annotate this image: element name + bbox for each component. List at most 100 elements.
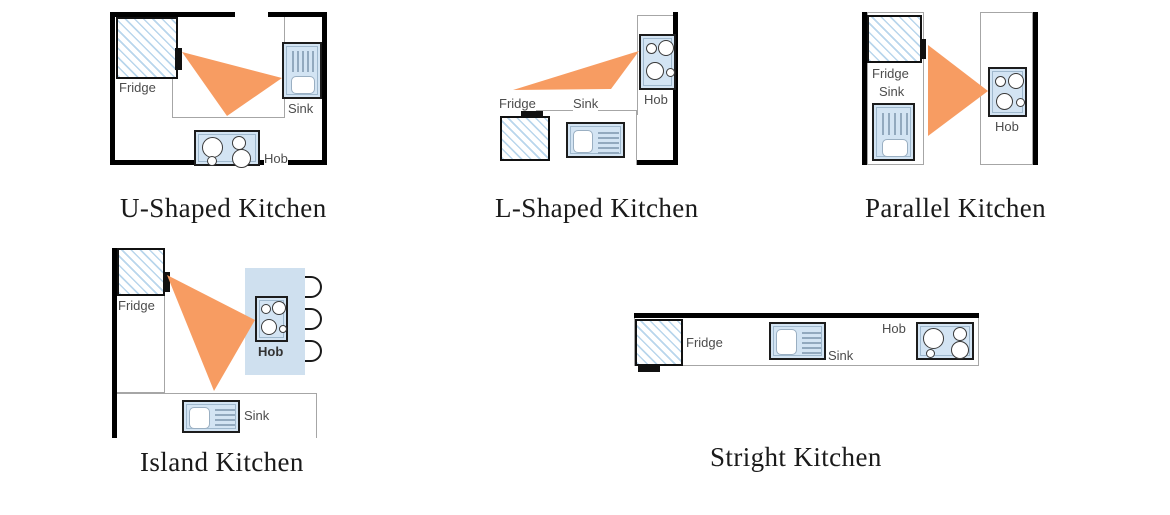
sink-drain-line bbox=[312, 51, 314, 72]
fridge-handle bbox=[521, 111, 543, 117]
sink-basin bbox=[573, 130, 593, 153]
sink-basin bbox=[776, 329, 797, 355]
hob-inner-outline bbox=[992, 71, 1023, 113]
sink-label: Sink bbox=[244, 408, 270, 423]
hob-label: Hob bbox=[995, 119, 1019, 134]
hob-burner-large bbox=[646, 62, 664, 80]
bar-stool bbox=[305, 276, 322, 298]
wall-right bbox=[322, 12, 327, 165]
fridge-label: Fridge bbox=[872, 66, 909, 81]
work-triangle-shape bbox=[182, 52, 282, 116]
sink-drain-line bbox=[802, 342, 821, 344]
sink-drain-line bbox=[900, 113, 902, 135]
sink-unit bbox=[872, 103, 915, 161]
hob-burner-medium bbox=[953, 327, 967, 341]
sink-drain-line bbox=[894, 113, 896, 135]
hob-label: Hob bbox=[882, 321, 906, 336]
island-kitchen-diagram: Fridge Hob Sink bbox=[112, 248, 357, 438]
sink-label: Sink bbox=[573, 96, 599, 111]
sink-drain-line bbox=[292, 51, 294, 72]
sink-drain-line bbox=[598, 147, 619, 149]
sink-unit bbox=[182, 400, 240, 433]
sink-basin bbox=[291, 76, 315, 94]
work-triangle bbox=[167, 275, 255, 391]
bar-stool bbox=[305, 308, 322, 330]
hob-burner-large bbox=[1008, 73, 1024, 89]
sink-drain-line bbox=[598, 137, 619, 139]
u-shaped-kitchen-title: U-Shaped Kitchen bbox=[120, 193, 327, 223]
hob-burner-large bbox=[923, 328, 944, 349]
hob-burner-medium bbox=[995, 76, 1006, 87]
sink-inner-outline bbox=[186, 404, 236, 429]
hob-label: Hob bbox=[258, 344, 284, 359]
wall-left bbox=[112, 248, 117, 438]
sink-basin bbox=[189, 407, 210, 429]
sink-drain-line bbox=[215, 419, 235, 421]
parallel-kitchen-diagram: Fridge Sink Hob bbox=[862, 12, 1072, 177]
fridge-handle bbox=[163, 272, 170, 292]
hob-burner-medium bbox=[646, 43, 657, 54]
sink-basin bbox=[882, 139, 908, 157]
sink-drain-line bbox=[598, 152, 619, 154]
wall-top-right bbox=[268, 12, 327, 17]
hob-burner-large bbox=[996, 93, 1013, 110]
sink-drain-line bbox=[802, 347, 821, 349]
u-shaped-kitchen-diagram: Fridge Sink Hob bbox=[110, 12, 340, 177]
sink-inner-outline bbox=[773, 326, 822, 356]
fridge-unit bbox=[117, 248, 165, 296]
hob-unit bbox=[988, 67, 1027, 117]
parallel-kitchen-title: Parallel Kitchen bbox=[865, 193, 1047, 223]
hob-burner-small bbox=[1016, 98, 1025, 107]
sink-drain-line bbox=[297, 51, 299, 72]
fridge-label: Fridge bbox=[118, 298, 155, 313]
fridge-unit bbox=[635, 319, 683, 366]
sink-drain-line bbox=[882, 113, 884, 135]
work-triangle bbox=[928, 45, 988, 136]
hob-inner-outline bbox=[259, 300, 284, 338]
straight-kitchen-title: Stright Kitchen bbox=[710, 442, 882, 472]
sink-label: Sink bbox=[879, 84, 905, 99]
sink-drain-line bbox=[598, 132, 619, 134]
hob-burner-large bbox=[232, 149, 251, 168]
hob-inner-outline bbox=[643, 38, 672, 86]
bar-stool bbox=[305, 340, 322, 362]
sink-inner-outline bbox=[570, 126, 621, 154]
fridge-unit bbox=[116, 17, 178, 79]
fridge-unit bbox=[867, 15, 922, 63]
fridge-unit bbox=[500, 116, 550, 161]
hob-label: Hob bbox=[264, 151, 288, 166]
wall-right bbox=[1033, 12, 1038, 165]
sink-drain-line bbox=[802, 352, 821, 354]
hob-burner-small bbox=[279, 325, 287, 333]
wall-left bbox=[110, 12, 115, 165]
sink-drain-line bbox=[302, 51, 304, 72]
work-triangle bbox=[513, 51, 639, 90]
hob-unit bbox=[916, 322, 974, 360]
fridge-handle bbox=[175, 48, 182, 70]
wall-left bbox=[862, 12, 867, 165]
sink-drain-line bbox=[906, 113, 908, 135]
wall-top-left bbox=[110, 12, 235, 17]
wall-back bbox=[634, 313, 979, 318]
hob-burner-large bbox=[951, 341, 969, 359]
hob-burner-medium bbox=[261, 304, 271, 314]
fridge-label: Fridge bbox=[499, 96, 536, 111]
sink-drain-line bbox=[802, 332, 821, 334]
sink-unit bbox=[769, 322, 826, 360]
sink-unit bbox=[566, 122, 625, 158]
hob-burner-large bbox=[658, 40, 674, 56]
fridge-handle bbox=[638, 366, 660, 372]
hob-burner-small bbox=[207, 156, 217, 166]
l-shaped-kitchen-diagram: Fridge Sink Hob bbox=[495, 12, 730, 177]
sink-drain-line bbox=[215, 414, 235, 416]
sink-unit bbox=[282, 42, 322, 99]
sink-label: Sink bbox=[828, 348, 854, 363]
fridge-label: Fridge bbox=[686, 335, 723, 350]
work-triangle bbox=[182, 52, 282, 116]
hob-unit bbox=[194, 130, 260, 168]
sink-drain-line bbox=[307, 51, 309, 72]
hob-unit bbox=[639, 34, 676, 90]
hob-inner-outline bbox=[198, 134, 256, 162]
sink-drain-line bbox=[598, 142, 619, 144]
work-triangle-shape bbox=[167, 275, 255, 391]
